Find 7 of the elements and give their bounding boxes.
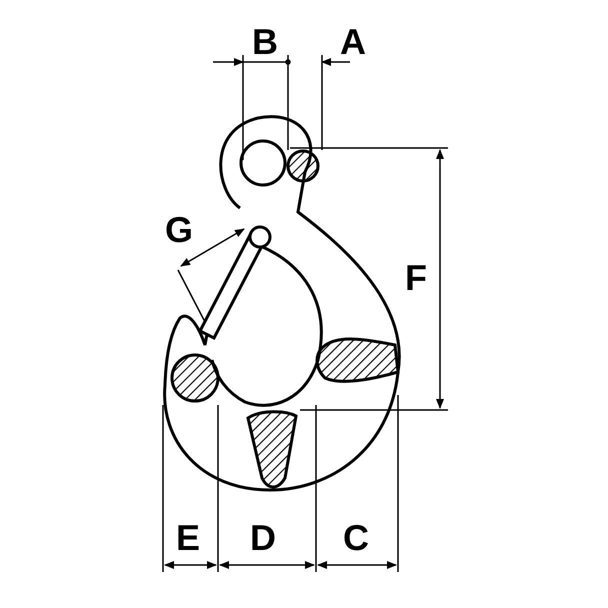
dimension-label: A <box>340 24 366 60</box>
dimension-label: G <box>165 212 194 248</box>
dimension-label: D <box>250 520 276 556</box>
dimension-label: B <box>252 24 278 60</box>
dimension-label: E <box>176 520 200 556</box>
dimension-label: F <box>405 260 427 296</box>
dimension-label: C <box>343 520 369 556</box>
